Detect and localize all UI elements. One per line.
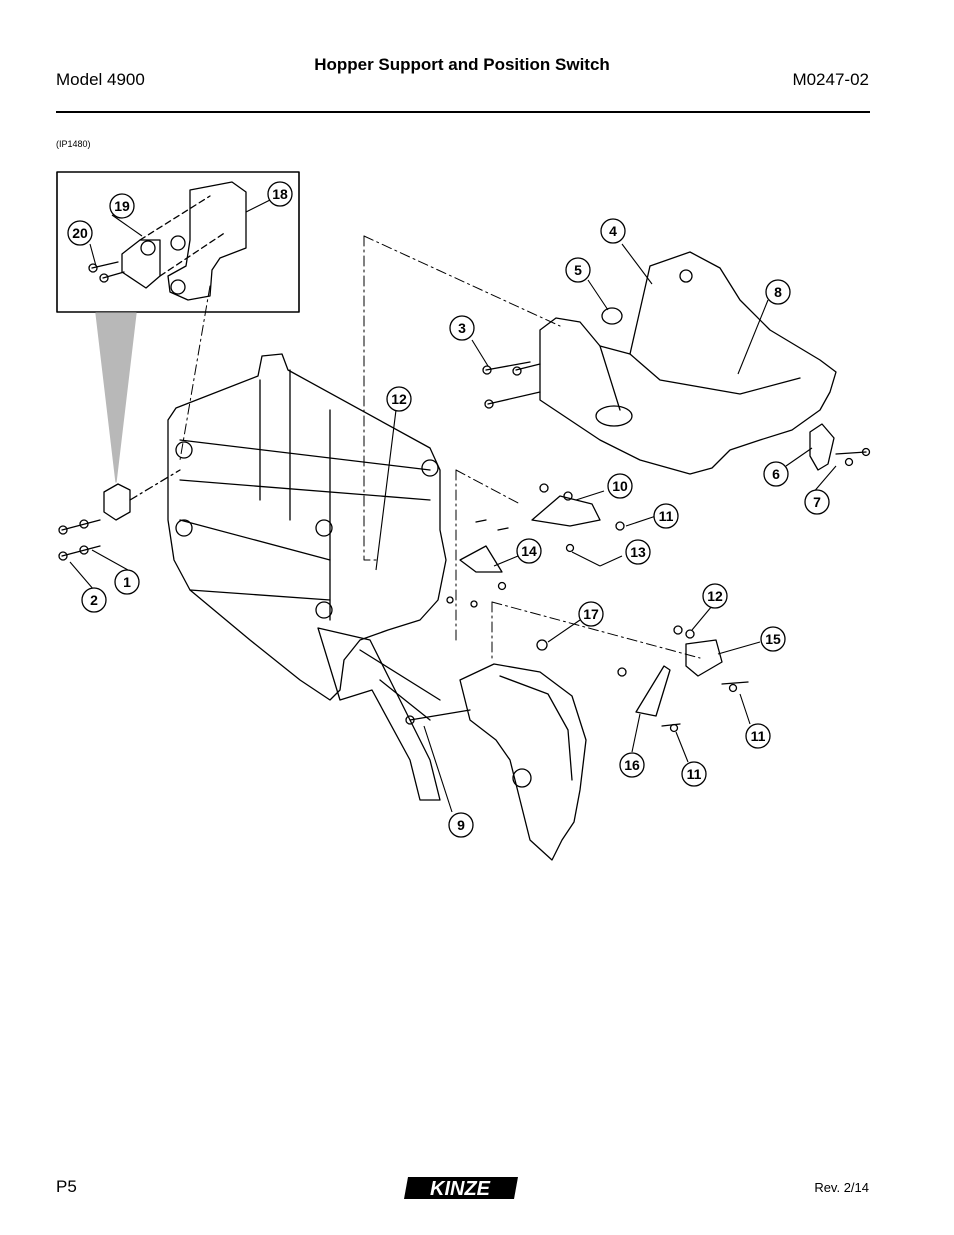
- header-divider: [56, 111, 870, 113]
- callout-13: 13: [625, 539, 651, 565]
- lower-arm: [317, 627, 441, 801]
- svg-text:9: 9: [457, 817, 465, 833]
- callout-12: 12: [386, 386, 412, 412]
- callout-19: 19: [109, 193, 135, 219]
- document-number: M0247-02: [792, 70, 869, 89]
- main-frame: [167, 353, 447, 701]
- callout-17: 17: [578, 601, 604, 627]
- callout-9: 9: [448, 812, 474, 838]
- figure-reference-code: (IP1480): [56, 139, 91, 149]
- svg-text:19: 19: [114, 198, 130, 214]
- detail-pointer: [95, 312, 137, 483]
- detail-inset-box: [56, 171, 300, 313]
- callout-8: 8: [765, 279, 791, 305]
- callout-4: 4: [600, 218, 626, 244]
- callout-10: 10: [607, 473, 633, 499]
- page-number: P5: [56, 1177, 77, 1196]
- svg-text:8: 8: [774, 284, 782, 300]
- model-label: Model 4900: [56, 70, 145, 89]
- kinze-logo: KINZE: [404, 1177, 518, 1200]
- svg-text:11: 11: [751, 728, 766, 744]
- callout-14: 14: [516, 538, 542, 564]
- svg-text:6: 6: [772, 466, 780, 482]
- svg-text:10: 10: [612, 478, 628, 494]
- svg-text:12: 12: [391, 391, 407, 407]
- page-title: Hopper Support and Position Switch: [314, 55, 610, 74]
- callout-5: 5: [565, 257, 591, 283]
- callout-16: 16: [619, 752, 645, 778]
- svg-text:7: 7: [813, 494, 821, 510]
- svg-text:KINZE: KINZE: [430, 1178, 491, 1200]
- svg-text:12: 12: [707, 588, 723, 604]
- svg-text:1: 1: [123, 574, 131, 590]
- hopper-support: [539, 251, 837, 475]
- svg-text:3: 3: [458, 320, 466, 336]
- callout-7: 7: [804, 489, 830, 515]
- callout-1: 1: [114, 569, 140, 595]
- svg-text:13: 13: [630, 544, 646, 560]
- callout-20: 20: [67, 220, 93, 246]
- callout-3: 3: [449, 315, 475, 341]
- callout-11: 11: [745, 723, 771, 749]
- callout-6: 6: [763, 461, 789, 487]
- revision-label: Rev. 2/14: [814, 1180, 869, 1195]
- svg-text:4: 4: [609, 223, 617, 239]
- svg-text:11: 11: [687, 766, 702, 782]
- callout-11: 11: [653, 503, 679, 529]
- svg-text:14: 14: [521, 543, 537, 559]
- svg-text:2: 2: [90, 592, 98, 608]
- svg-text:15: 15: [765, 631, 781, 647]
- callout-11: 11: [681, 761, 707, 787]
- svg-text:20: 20: [72, 225, 88, 241]
- callout-12: 12: [702, 583, 728, 609]
- parts-diagram: 1 2 3 4 5 6 7 8 9 10 11 11 11 11 12 12 1…: [56, 171, 871, 861]
- svg-text:17: 17: [583, 606, 599, 622]
- callout-15: 15: [760, 626, 786, 652]
- callout-leaders: [69, 199, 837, 813]
- svg-text:16: 16: [624, 757, 640, 773]
- svg-text:5: 5: [574, 262, 582, 278]
- depth-gauge: [459, 663, 587, 861]
- svg-text:18: 18: [272, 186, 288, 202]
- callout-18: 18: [267, 181, 293, 207]
- callout-2: 2: [81, 587, 107, 613]
- svg-text:11: 11: [659, 508, 674, 524]
